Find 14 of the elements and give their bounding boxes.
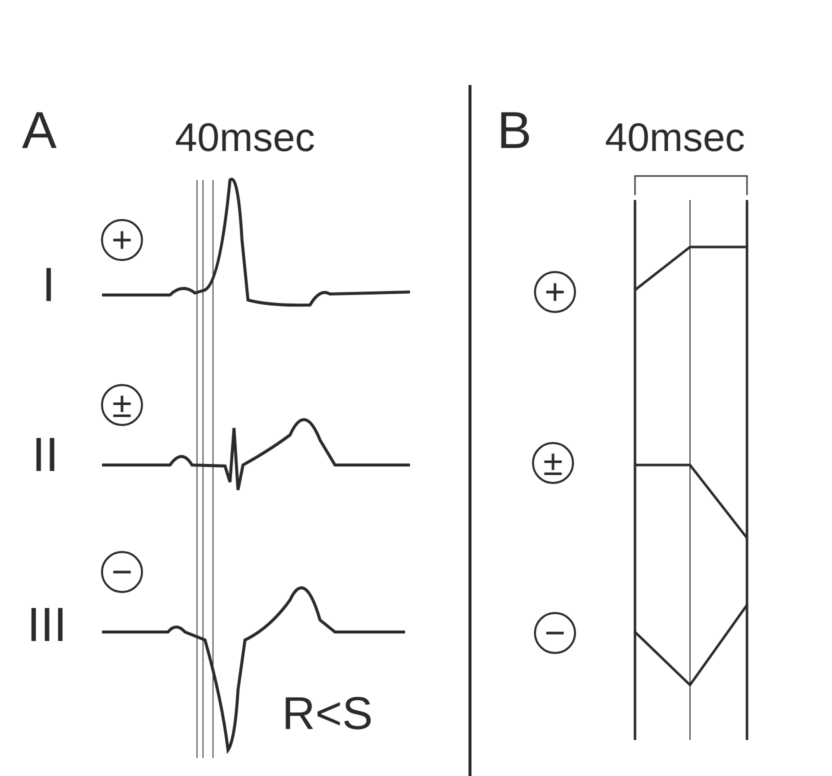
circled-sign: − — [101, 551, 143, 593]
circled-sign: − — [534, 612, 576, 654]
lead-label: II — [32, 432, 59, 480]
panel-letter: A — [22, 105, 57, 157]
circled-sign: + — [101, 219, 143, 261]
circled-sign: ± — [532, 442, 574, 484]
time-label: 40msec — [605, 118, 746, 158]
circled-sign: + — [534, 271, 576, 313]
lead-label: III — [27, 602, 68, 650]
panel-letter: B — [497, 105, 532, 157]
time-label: 40msec — [175, 118, 316, 158]
amplitude-note: R<S — [282, 690, 373, 736]
lead-label: I — [42, 262, 56, 310]
circled-sign: ± — [101, 384, 143, 426]
